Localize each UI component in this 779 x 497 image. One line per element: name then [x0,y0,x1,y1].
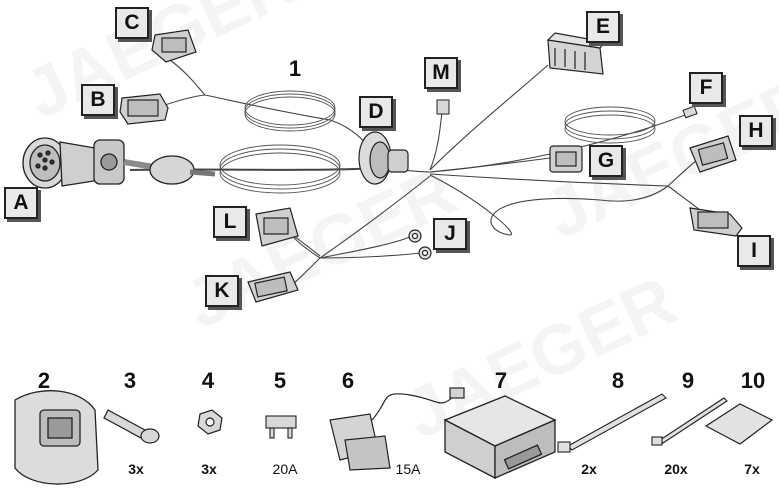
part-6-quantity: 15A [395,461,421,477]
part-2-number: 2 [37,368,51,393]
connector-c [151,29,197,63]
label-k: K [205,275,239,307]
part-6-fuse-holder-illustration [329,387,465,471]
part-8-quantity: 2x [581,461,597,477]
connector-m [436,99,450,115]
part-9-cable-tie-illustration [651,397,728,446]
part-3-screw-illustration [103,409,160,444]
label-a: A [4,187,38,219]
label-g: G [589,145,623,177]
part-10-quantity: 7x [744,461,760,477]
label-f: F [689,72,723,104]
connector-b [119,93,169,125]
part-3-number: 3 [123,368,137,393]
part-8-cable-tie-illustration [557,393,667,453]
part-7-number: 7 [494,368,508,393]
label-j: J [433,218,467,250]
connector-l [255,207,299,247]
connector-i [689,207,743,237]
part-10-pad-illustration [704,403,774,445]
part-5-number: 5 [273,368,287,393]
part-2-socket-illustration [14,390,99,485]
connector-a-socket [22,137,216,189]
connector-d-grommet [358,131,409,185]
label-d: D [359,96,393,128]
connector-f [682,105,698,119]
part-10-number: 10 [740,368,766,393]
label-c: C [115,7,149,39]
wire-coils [219,90,656,194]
part-3-quantity: 3x [128,461,144,477]
harness-number: 1 [288,56,302,81]
label-e: E [586,11,620,43]
part-5-fuse-illustration [265,415,297,439]
part-9-number: 9 [681,368,695,393]
part-8-number: 8 [611,368,625,393]
part-5-quantity: 20A [272,461,298,477]
label-l: L [213,206,247,238]
label-i: I [737,235,771,267]
label-b: B [81,84,115,116]
part-4-number: 4 [201,368,215,393]
part-7-module-illustration [443,395,557,480]
connector-k [247,271,299,303]
connector-g [549,145,583,173]
connector-j-ring-terminals [408,229,432,260]
connector-e [546,32,607,75]
label-m: M [424,57,458,89]
part-6-number: 6 [341,368,355,393]
part-4-nut-illustration [197,409,223,435]
part-4-quantity: 3x [201,461,217,477]
label-h: H [739,115,773,147]
part-9-quantity: 20x [664,461,688,477]
connector-h [689,135,737,173]
